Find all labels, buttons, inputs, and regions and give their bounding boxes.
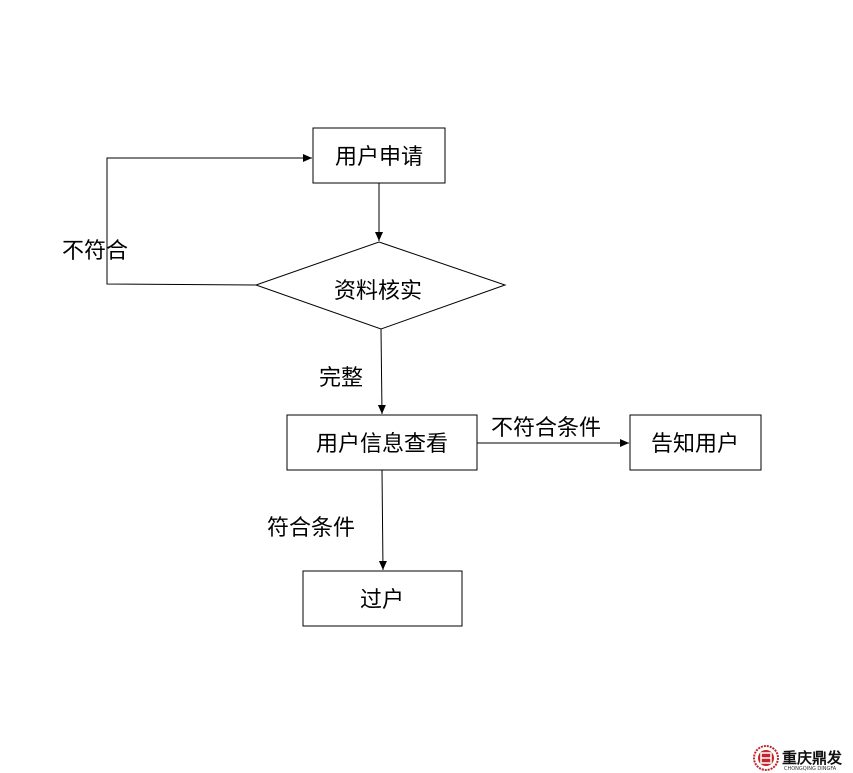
node-notify: 告知用户 <box>629 414 762 471</box>
edge-label-complete: 完整 <box>319 366 363 391</box>
node-verify-label: 资料核实 <box>334 279 422 304</box>
arrow-verify-to-view <box>377 328 386 415</box>
node-apply-label: 用户申请 <box>335 145 423 170</box>
node-verify: 资料核实 <box>254 241 507 330</box>
loop-back-arrow <box>106 154 312 286</box>
edge-label-not-meet: 不符合条件 <box>491 416 601 441</box>
node-view-label: 用户信息查看 <box>316 432 448 457</box>
node-notify-label: 告知用户 <box>651 432 739 457</box>
node-view: 用户信息查看 <box>286 414 478 471</box>
edge-label-meet: 符合条件 <box>267 516 355 541</box>
logo-subtitle: CHONGQING DINGFA <box>784 766 837 772</box>
node-transfer-label: 过户 <box>360 588 404 613</box>
node-apply: 用户申请 <box>312 127 446 184</box>
logo-name: 重庆鼎发 <box>782 749 843 767</box>
logo: 重庆鼎发 CHONGQING DINGFA <box>753 745 843 772</box>
node-transfer: 过户 <box>302 570 463 627</box>
arrow-view-to-transfer <box>378 469 387 571</box>
edge-label-not-match: 不符合 <box>62 239 128 264</box>
